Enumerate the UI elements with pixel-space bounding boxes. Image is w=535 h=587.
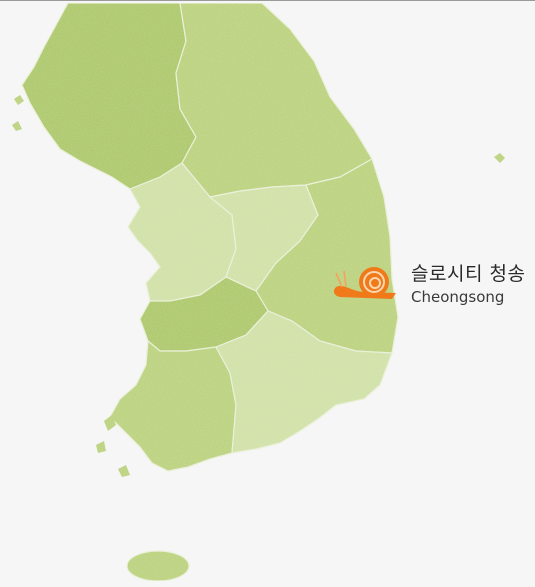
jeju-island (126, 550, 190, 582)
snail-icon[interactable] (333, 267, 396, 299)
west-islands (12, 95, 24, 131)
gyeongnam-region (215, 310, 393, 454)
southwest-islands (96, 415, 130, 477)
ulleung-island (494, 153, 505, 163)
marker-label-korean: 슬로시티 청송 (411, 263, 526, 285)
gyeonggi-region (21, 2, 197, 190)
jeonnam-region (109, 339, 237, 472)
marker-label: 슬로시티 청송 Cheongsong (411, 265, 525, 305)
gangwon-region (175, 2, 373, 198)
marker-label-english: Cheongsong (411, 288, 505, 306)
